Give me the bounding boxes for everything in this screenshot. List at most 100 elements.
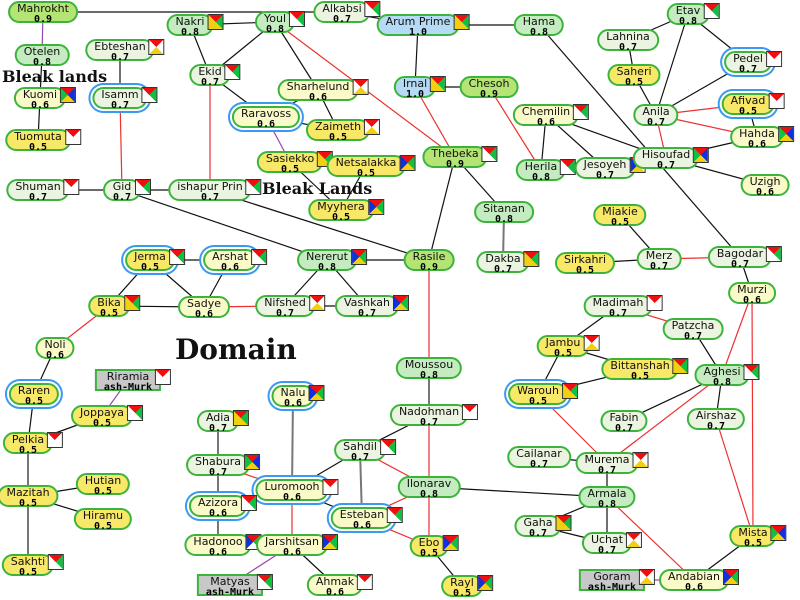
status-flag-icon[interactable] bbox=[322, 479, 339, 495]
status-flag-icon[interactable] bbox=[148, 39, 165, 55]
status-flag-icon[interactable] bbox=[47, 432, 64, 448]
status-flag-icon[interactable] bbox=[322, 534, 339, 550]
status-flag-icon[interactable] bbox=[168, 249, 185, 265]
status-flag-icon[interactable] bbox=[722, 569, 739, 585]
status-flag-icon[interactable] bbox=[430, 76, 447, 92]
status-flag-icon[interactable] bbox=[60, 87, 77, 103]
status-flag-icon[interactable] bbox=[350, 249, 367, 265]
status-flag-icon[interactable] bbox=[241, 495, 258, 511]
status-flag-icon[interactable] bbox=[123, 295, 140, 311]
status-flag-icon[interactable] bbox=[224, 64, 241, 80]
status-flag-icon[interactable] bbox=[626, 532, 643, 548]
status-flag-icon[interactable] bbox=[245, 179, 262, 195]
status-flag-icon[interactable] bbox=[352, 79, 369, 95]
status-flag-icon[interactable] bbox=[583, 335, 600, 351]
status-flag-icon[interactable] bbox=[646, 295, 663, 311]
status-flag-icon[interactable] bbox=[481, 146, 498, 162]
status-flag-icon[interactable] bbox=[308, 385, 325, 401]
status-flag-icon[interactable] bbox=[207, 14, 224, 30]
status-flag-icon[interactable] bbox=[155, 369, 172, 385]
status-flag-icon[interactable] bbox=[135, 179, 151, 195]
status-flag-icon[interactable] bbox=[64, 129, 81, 145]
status-flag-icon[interactable] bbox=[672, 358, 689, 374]
status-flag-icon[interactable] bbox=[442, 535, 459, 551]
status-flag-icon[interactable] bbox=[523, 251, 540, 267]
status-flag-icon[interactable] bbox=[379, 439, 396, 455]
status-flag-icon[interactable] bbox=[555, 515, 572, 531]
status-flag-icon[interactable] bbox=[308, 295, 325, 311]
status-flag-icon[interactable] bbox=[367, 199, 384, 215]
status-flag-icon[interactable] bbox=[48, 554, 65, 570]
status-flag-icon[interactable] bbox=[777, 126, 794, 142]
status-flag-icon[interactable] bbox=[693, 147, 710, 163]
status-flag-icon[interactable] bbox=[768, 93, 785, 109]
status-flag-icon[interactable] bbox=[257, 574, 274, 590]
status-flag-icon[interactable] bbox=[126, 405, 143, 421]
status-flag-icon[interactable] bbox=[364, 1, 381, 17]
status-flag-icon[interactable] bbox=[573, 104, 590, 120]
status-flag-icon[interactable] bbox=[250, 249, 267, 265]
status-flag-icon[interactable] bbox=[639, 569, 656, 585]
status-flag-icon[interactable] bbox=[765, 51, 782, 67]
